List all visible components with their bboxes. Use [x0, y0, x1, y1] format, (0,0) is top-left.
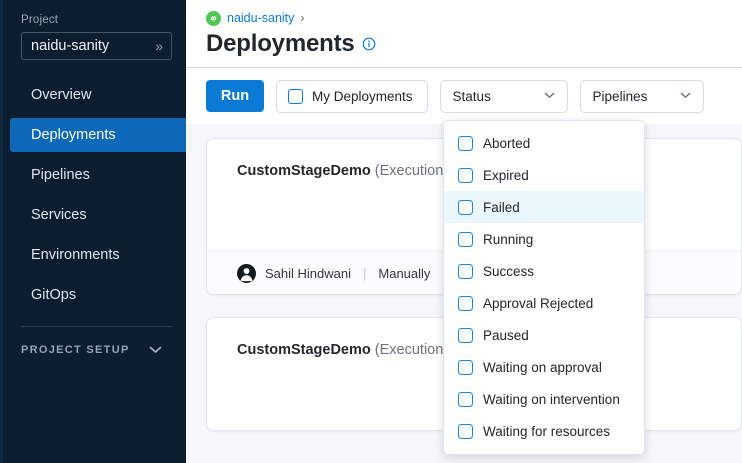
status-option-label: Waiting on approval	[483, 360, 602, 375]
status-option-waiting-on-intervention[interactable]: Waiting on intervention	[444, 383, 644, 415]
chevron-right-icon: »	[149, 39, 163, 53]
sidebar-item-label: Environments	[31, 247, 120, 263]
status-option-checkbox[interactable]	[458, 424, 473, 439]
filters-toolbar: Run My Deployments Status Pipelines	[186, 68, 742, 124]
breadcrumb: naidu-sanity ›	[206, 9, 742, 27]
status-option-paused[interactable]: Paused	[444, 319, 644, 351]
status-option-label: Failed	[483, 200, 520, 215]
footer-separator: |	[360, 266, 369, 281]
chevron-down-icon	[149, 343, 162, 357]
status-option-checkbox[interactable]	[458, 168, 473, 183]
sidebar-item-deployments[interactable]: Deployments	[10, 118, 186, 152]
status-option-label: Aborted	[483, 136, 530, 151]
sidebar-nav: Overview Deployments Pipelines Services …	[0, 78, 186, 312]
sidebar-item-label: Deployments	[31, 127, 116, 143]
status-option-approval-rejected[interactable]: Approval Rejected	[444, 287, 644, 319]
deployment-name: CustomStageDemo	[237, 342, 371, 358]
sidebar-item-label: Services	[31, 207, 87, 223]
status-option-success[interactable]: Success	[444, 255, 644, 287]
sidebar-divider	[21, 326, 172, 327]
chevron-down-icon	[544, 91, 555, 102]
status-option-label: Expired	[483, 168, 529, 183]
status-option-label: Running	[483, 232, 533, 247]
sidebar-item-label: Pipelines	[31, 167, 90, 183]
status-option-failed[interactable]: Failed	[444, 191, 644, 223]
pipelines-filter-dropdown[interactable]: Pipelines	[580, 80, 704, 113]
page-title-row: Deployments	[206, 30, 742, 58]
status-option-label: Paused	[483, 328, 529, 343]
status-option-waiting-on-approval[interactable]: Waiting on approval	[444, 351, 644, 383]
status-filter-dropdown[interactable]: Status	[440, 80, 568, 113]
status-option-checkbox[interactable]	[458, 232, 473, 247]
status-option-checkbox[interactable]	[458, 200, 473, 215]
pipelines-filter-label: Pipelines	[593, 89, 648, 104]
status-option-expired[interactable]: Expired	[444, 159, 644, 191]
sidebar-item-gitops[interactable]: GitOps	[10, 278, 186, 312]
status-option-label: Approval Rejected	[483, 296, 593, 311]
deployment-name: CustomStageDemo	[237, 163, 371, 179]
sidebar-item-label: GitOps	[31, 287, 76, 303]
status-option-checkbox[interactable]	[458, 136, 473, 151]
status-option-label: Waiting for resources	[483, 424, 610, 439]
status-filter-label: Status	[453, 89, 491, 104]
status-option-aborted[interactable]: Aborted	[444, 127, 644, 159]
sidebar-item-overview[interactable]: Overview	[10, 78, 186, 112]
sidebar-section-project-setup[interactable]: PROJECT SETUP	[0, 343, 186, 357]
page-header: naidu-sanity › Deployments	[186, 0, 742, 68]
project-label: Project	[0, 14, 186, 26]
my-deployments-label: My Deployments	[312, 89, 413, 104]
project-selector-value: naidu-sanity	[31, 38, 109, 54]
sidebar-accent-bar	[0, 0, 3, 463]
sidebar-section-label: PROJECT SETUP	[21, 344, 130, 356]
chevron-down-icon	[680, 91, 691, 102]
status-option-checkbox[interactable]	[458, 328, 473, 343]
status-option-checkbox[interactable]	[458, 360, 473, 375]
page-title: Deployments	[206, 30, 355, 58]
status-option-running[interactable]: Running	[444, 223, 644, 255]
status-option-label: Success	[483, 264, 534, 279]
project-chain-icon	[206, 11, 221, 26]
deployment-user: Sahil Hindwani	[265, 266, 351, 281]
sidebar-item-environments[interactable]: Environments	[10, 238, 186, 272]
breadcrumb-project-link[interactable]: naidu-sanity	[227, 11, 294, 25]
info-icon[interactable]	[362, 37, 376, 51]
my-deployments-checkbox[interactable]	[288, 89, 303, 104]
sidebar: Project naidu-sanity » Overview Deployme…	[0, 0, 186, 463]
run-button[interactable]: Run	[206, 80, 264, 112]
sidebar-item-services[interactable]: Services	[10, 198, 186, 232]
status-dropdown-menu[interactable]: Aborted Expired Failed Running Success A…	[443, 120, 645, 455]
status-option-label: Waiting on intervention	[483, 392, 620, 407]
status-option-checkbox[interactable]	[458, 296, 473, 311]
project-selector[interactable]: naidu-sanity »	[21, 32, 172, 60]
breadcrumb-separator: ›	[300, 11, 304, 25]
status-option-checkbox[interactable]	[458, 392, 473, 407]
avatar	[237, 264, 256, 283]
deployment-trigger: Manually	[378, 266, 430, 281]
status-option-waiting-for-resources[interactable]: Waiting for resources	[444, 415, 644, 447]
sidebar-item-pipelines[interactable]: Pipelines	[10, 158, 186, 192]
status-option-checkbox[interactable]	[458, 264, 473, 279]
my-deployments-filter[interactable]: My Deployments	[276, 80, 428, 113]
sidebar-item-label: Overview	[31, 87, 91, 103]
